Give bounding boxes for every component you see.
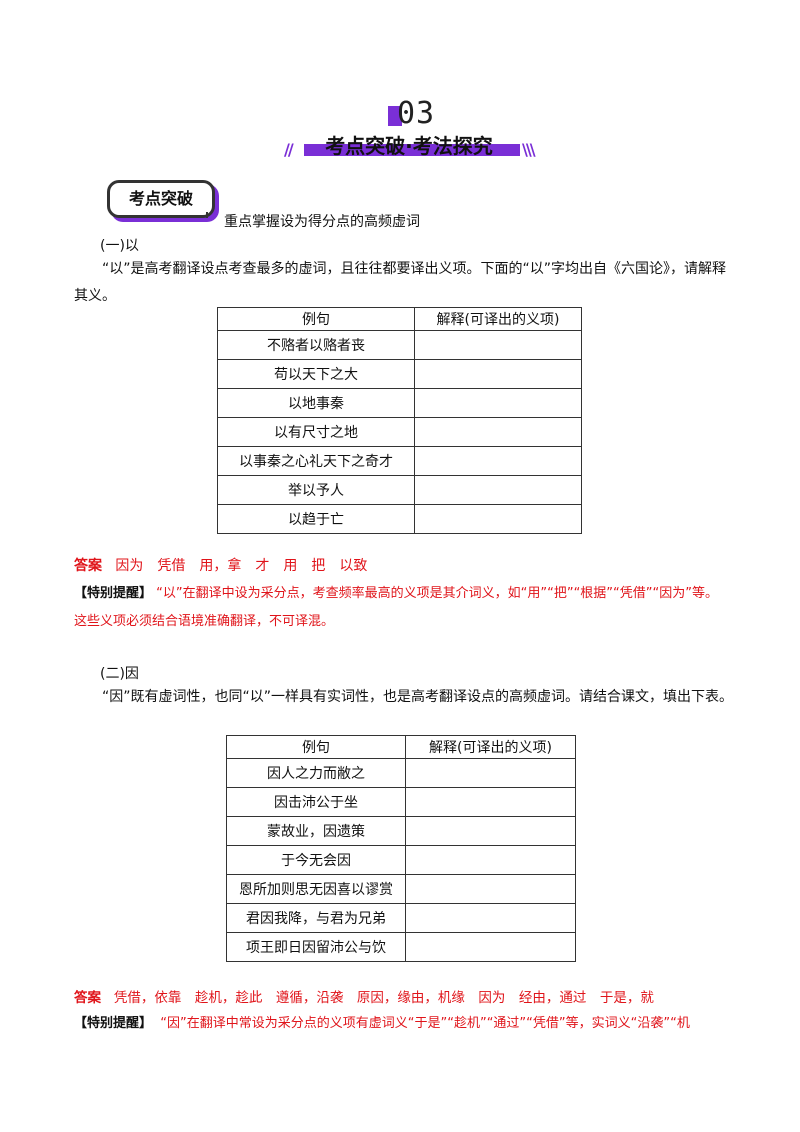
example-sentence: 以趋于亡 [217,504,415,534]
answer-cell [405,845,576,875]
example-sentence: 于今无会因 [226,845,406,875]
table-row: 于今无会因 [226,845,576,875]
table-row: 因人之力而敝之 [226,758,576,788]
example-sentence: 苟以天下之大 [217,359,415,389]
example-sentence: 以事秦之心礼天下之奇才 [217,446,415,476]
answer-cell [405,758,576,788]
answer-label: 答案 [74,558,102,574]
example-sentence: 蒙故业，因遗策 [226,816,406,846]
table-row: 不赂者以赂者丧 [217,330,582,360]
section2-tip: 【特别提醒】 “因”在翻译中常设为采分点的义项有虚词义“于是”“趁机”“通过”“… [74,1014,690,1034]
answer-label: 答案 [74,990,101,1006]
table-row: 举以予人 [217,475,582,505]
table-row: 君因我降，与君为兄弟 [226,903,576,933]
answer-text: 凭借，依靠 趁机，趁此 遵循，沿袭 原因，缘由，机缘 因为 经由，通过 于是，就 [113,990,654,1006]
section1-tip-line2: 这些义项必须结合语境准确翻译，不可译混。 [74,614,335,629]
example-sentence: 不赂者以赂者丧 [217,330,415,360]
example-sentence: 恩所加则思无因喜以谬赏 [226,874,406,904]
badge-connector [206,212,218,218]
table-row: 因击沛公于坐 [226,787,576,817]
header-number-accent [388,106,402,126]
section1-paragraph: “以”是高考翻译设点考查最多的虚词，且往往都要译出义项。下面的“以”字均出自《六… [74,261,727,304]
example-sentence: 因击沛公于坐 [226,787,406,817]
example-sentence: 举以予人 [217,475,415,505]
table-row: 项王即日因留沛公与饮 [226,932,576,962]
banner-slash-right: \\\ [522,140,535,159]
example-sentence: 因人之力而敝之 [226,758,406,788]
tip-text: “以”在翻译中设为采分点，考查频率最高的义项是其介词义，如“用”“把”“根据”“… [156,586,718,601]
kaodian-badge: 考点突破 [107,180,215,218]
section-banner: 考点突破·考法探究 [298,130,520,158]
table-row: 以事秦之心礼天下之奇才 [217,446,582,476]
table-header-meaning: 解释(可译出的义项) [414,307,582,331]
answer-cell [405,787,576,817]
answer-cell [414,359,582,389]
table-row: 以趋于亡 [217,504,582,534]
tip-label: 【特别提醒】 [74,586,153,601]
answer-cell [414,417,582,447]
section-number: 03 [397,96,436,131]
intro-text: 重点掌握设为得分点的高频虚词 [224,214,420,230]
tip-text: “因”在翻译中常设为采分点的义项有虚词义“于是”“趁机”“通过”“凭借”等，实词… [160,1016,690,1031]
answer-cell [414,388,582,418]
table-row: 苟以天下之大 [217,359,582,389]
table-header-example: 例句 [217,307,415,331]
banner-title: 考点突破·考法探究 [325,134,493,158]
example-sentence: 以地事秦 [217,388,415,418]
section1-answer: 答案 因为 凭借 用，拿 才 用 把 以致 [74,556,367,576]
section1-tip: 【特别提醒】 “以”在翻译中设为采分点，考查频率最高的义项是其介词义，如“用”“… [74,584,718,604]
answer-cell [405,816,576,846]
yi-table: 例句 解释(可译出的义项) 不赂者以赂者丧 苟以天下之大 以地事秦 以有尺寸之地… [217,307,582,534]
section2-answer: 答案 凭借，依靠 趁机，趁此 遵循，沿袭 原因，缘由，机缘 因为 经由，通过 于… [74,988,654,1008]
answer-cell [414,446,582,476]
example-sentence: 君因我降，与君为兄弟 [226,903,406,933]
table-row: 以地事秦 [217,388,582,418]
example-sentence: 项王即日因留沛公与饮 [226,932,406,962]
section2-paragraph: “因”既有虚词性，也同“以”一样具有实词性，也是高考翻译设点的高频虚词。请结合课… [102,689,734,705]
answer-text: 因为 凭借 用，拿 才 用 把 以致 [115,558,368,574]
example-sentence: 以有尺寸之地 [217,417,415,447]
table-header-example: 例句 [226,735,406,759]
tip-label: 【特别提醒】 [74,1016,153,1031]
answer-cell [405,903,576,933]
banner-slash-left: // [284,140,294,159]
table-header-meaning: 解释(可译出的义项) [405,735,576,759]
table-row: 以有尺寸之地 [217,417,582,447]
answer-cell [405,932,576,962]
banner-highlight [304,144,520,156]
yin-table: 例句 解释(可译出的义项) 因人之力而敝之 因击沛公于坐 蒙故业，因遗策 于今无… [226,735,576,962]
section2-heading: (二)因 [100,666,139,682]
answer-cell [414,330,582,360]
answer-cell [414,475,582,505]
answer-cell [414,504,582,534]
table-row: 恩所加则思无因喜以谬赏 [226,874,576,904]
table-row: 蒙故业，因遗策 [226,816,576,846]
answer-cell [405,874,576,904]
section1-heading: (一)以 [100,238,139,254]
